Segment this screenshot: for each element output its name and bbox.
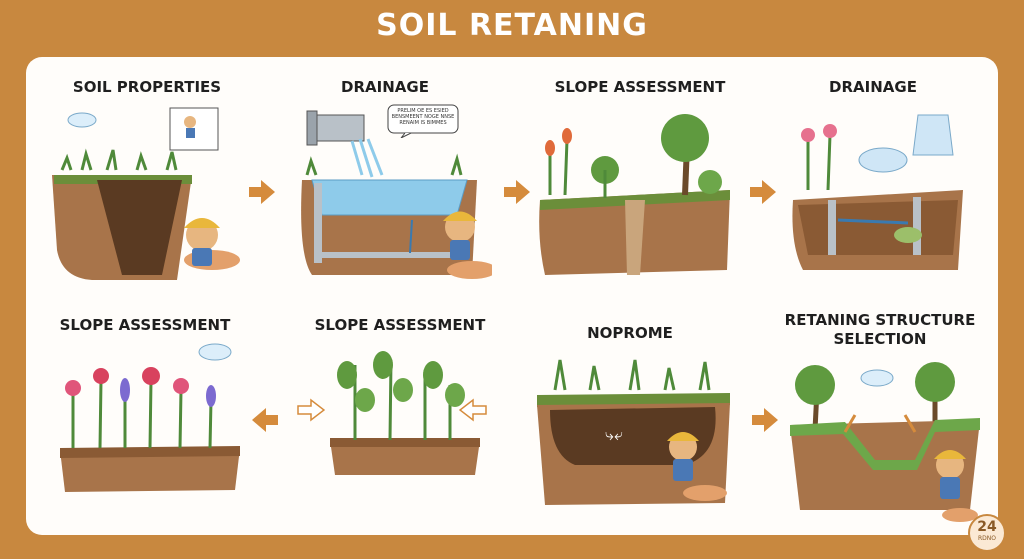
step-8-label-line1: RETANING STRUCTURE [784,311,976,329]
speech-bubble-text: PRELIM OE ES ESIED BENSMEENT NOGE NNSE R… [391,108,455,126]
step-8-label: RETANING STRUCTURE SELECTION [775,311,985,349]
cloud-icon [67,112,97,128]
arrow-left-outline-icon [459,398,487,422]
step-1-illustration [52,100,252,285]
cloud-icon [860,369,894,387]
worm-mascot-icon [443,211,492,279]
step-8-illustration [785,360,985,530]
badge-subtext: RDNO [978,535,996,542]
flower-icon [801,124,837,191]
flower-icon [545,128,572,196]
arrow-left-icon [252,408,278,432]
arrow-right-outline-icon [297,398,325,422]
step-7-label: NOPROME [587,324,673,342]
step-1-label: SOIL PROPERTIES [72,78,222,96]
step-3-label: SLOPE ASSESSMENT [554,78,726,96]
corner-badge: 24 RDNO [968,514,1006,552]
step-3-illustration [535,110,735,280]
step-7-illustration: ⤷⤶ [535,345,735,510]
worm-mascot-icon [667,432,727,501]
step-4-label: DRAINAGE [829,78,917,96]
step-2-label: DRAINAGE [341,78,429,96]
step-5-illustration [55,340,245,500]
worm-mascot-icon [184,218,240,270]
step-5-label: SLOPE ASSESSMENT [59,316,231,334]
step-2-illustration [292,105,492,285]
badge-number: 24 [977,519,997,535]
water-pipe-icon [306,110,365,146]
cloud-icon [198,343,232,361]
tree-icon [661,114,722,196]
arrow-right-icon [752,408,778,432]
arrow-right-icon [750,180,776,204]
step-6-label: SLOPE ASSESSMENT [314,316,486,334]
flower-icon [65,367,216,449]
arrow-right-icon [249,180,275,204]
cloud-icon [858,147,908,173]
step-4-illustration [788,105,968,280]
step-8-label-line2: SELECTION [833,330,927,348]
speech-bubble [387,104,459,138]
poster-title: SOIL RETANING [376,8,648,43]
arrow-right-icon [504,180,530,204]
worm-mascot-icon [934,450,978,522]
svg-text:⤷⤶: ⤷⤶ [605,425,623,444]
step-6-illustration [325,345,485,480]
